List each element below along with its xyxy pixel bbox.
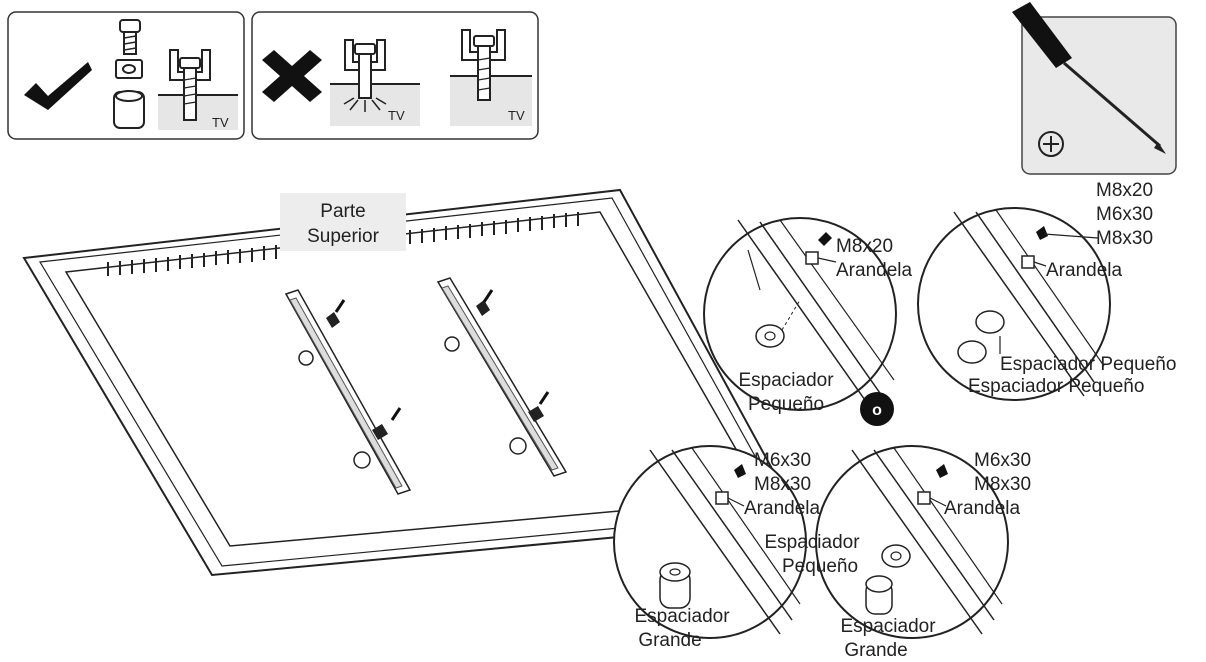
top-label-line1: Parte: [320, 201, 365, 222]
large-spacer-label-line1: Espaciador: [840, 616, 936, 637]
check-icon: [24, 62, 92, 110]
washer-label: Arandela: [836, 260, 912, 281]
spacer-label-line1: Espaciador: [738, 370, 834, 391]
bracket-correct-icon: [158, 49, 238, 130]
top-label-line2: Superior: [307, 226, 379, 247]
spacer-label-line2: Grande: [638, 630, 701, 651]
screw-label-1: M8x20: [1096, 180, 1153, 201]
tv-label-1: TV: [388, 108, 405, 123]
cross-icon: [262, 50, 322, 102]
tv-label-2: TV: [508, 108, 525, 123]
large-spacer-label-line2: Grande: [844, 640, 907, 661]
correct-panel: TV: [7, 11, 245, 140]
screwdriver-panel: [1012, 2, 1177, 175]
screw-label-2: M8x30: [754, 474, 811, 495]
mounting-rail-left: [284, 289, 412, 495]
washer-icon: [115, 59, 143, 79]
screw-label-3: M8x30: [1096, 228, 1153, 249]
phillips-icon: [1038, 131, 1064, 157]
detail-bottom-left: M6x30 M8x30 Arandela Espaciador Grande: [613, 445, 820, 651]
or-marker-text: o: [872, 402, 882, 419]
screw-label: M8x20: [836, 236, 893, 257]
spacer-icon: [113, 90, 145, 129]
washer-label: Arandela: [744, 498, 820, 519]
bracket-too-long-icon: [330, 39, 420, 126]
washer-label: Arandela: [944, 498, 1020, 519]
vent-row: [107, 212, 579, 276]
detail-top-left: M8x20 Arandela Espaciador Pequeño: [703, 217, 912, 415]
tv-back: Parte Superior: [22, 188, 802, 577]
mounting-rail-right: [436, 277, 568, 477]
detail-top-right: M8x20 M6x30 M8x30 Arandela Espaciador Pe…: [917, 180, 1176, 401]
spacer-label-line1: Espaciador: [634, 606, 730, 627]
screw-label-2: M8x30: [974, 474, 1031, 495]
detail-bottom-right: M6x30 M8x30 Arandela Espaciador Pequeño …: [764, 445, 1031, 661]
screwdriver-icon: [1012, 2, 1166, 154]
small-spacer-label-line2: Pequeño: [782, 556, 858, 577]
screw-icon: [119, 19, 141, 55]
wrong-panel: TV TV: [251, 11, 539, 140]
small-spacer-label-line1: Espaciador: [764, 532, 860, 553]
spacer-label-1: Espaciador Pequeño: [1000, 354, 1176, 375]
top-side-label: Parte Superior: [280, 193, 406, 251]
bracket-too-short-icon: [450, 29, 532, 126]
or-marker: o: [860, 392, 894, 426]
screw-label-1: M6x30: [974, 450, 1031, 471]
spacer-label-2: Espaciador Pequeño: [968, 376, 1144, 397]
tv-label: TV: [212, 115, 229, 130]
screw-label-2: M6x30: [1096, 204, 1153, 225]
spacer-label-line2: Pequeño: [748, 394, 824, 415]
washer-label: Arandela: [1046, 260, 1122, 281]
screw-label-1: M6x30: [754, 450, 811, 471]
